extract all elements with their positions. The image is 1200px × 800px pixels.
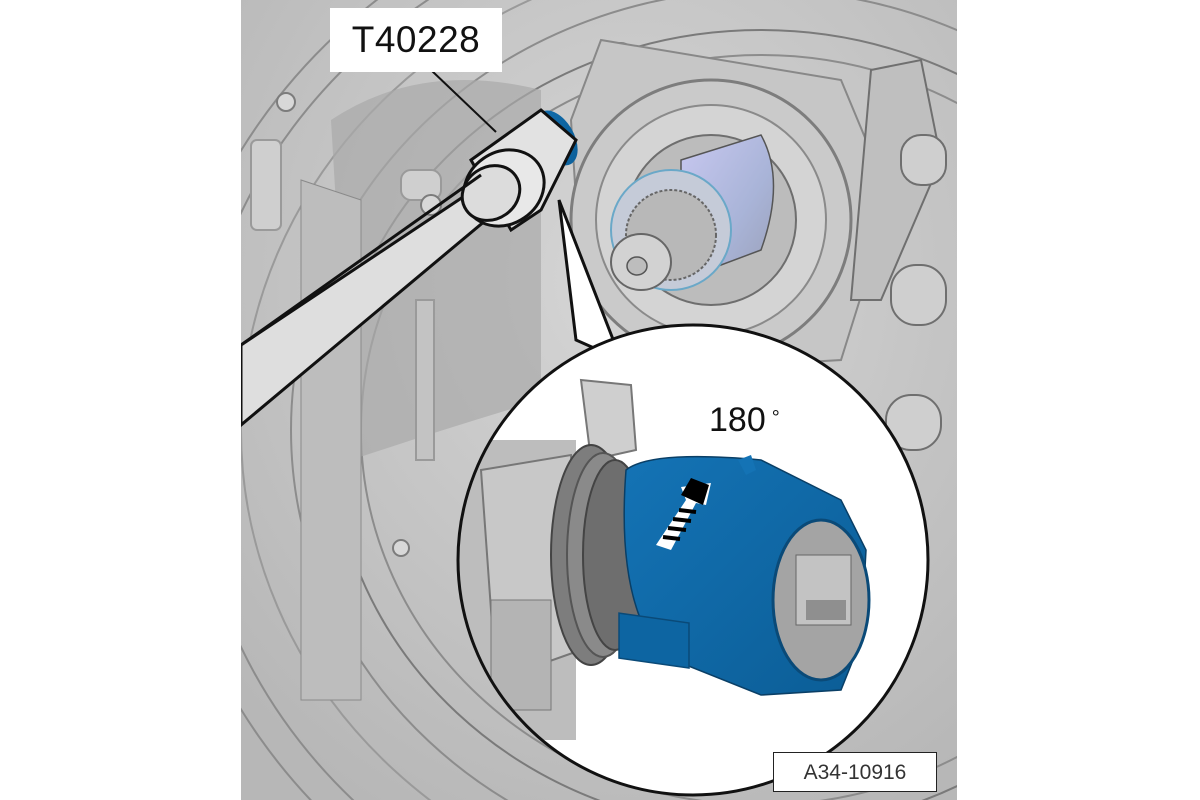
rotation-arrow-icon xyxy=(656,478,711,550)
tool-t40228 xyxy=(241,108,578,427)
degree-symbol: ° xyxy=(771,407,780,429)
figure-reference-code: A34-10916 xyxy=(773,752,937,792)
shaft-bearing-assembly xyxy=(569,38,893,372)
rotation-angle-label: 180° xyxy=(709,400,780,440)
tool-number-label: T40228 xyxy=(330,8,502,72)
technical-illustration: T40228 180° A34-10916 xyxy=(241,0,957,800)
rotation-angle-value: 180 xyxy=(709,401,766,439)
label-leader-line xyxy=(430,69,497,133)
detail-magnifier xyxy=(456,323,930,797)
illustration-drawing xyxy=(241,0,957,800)
